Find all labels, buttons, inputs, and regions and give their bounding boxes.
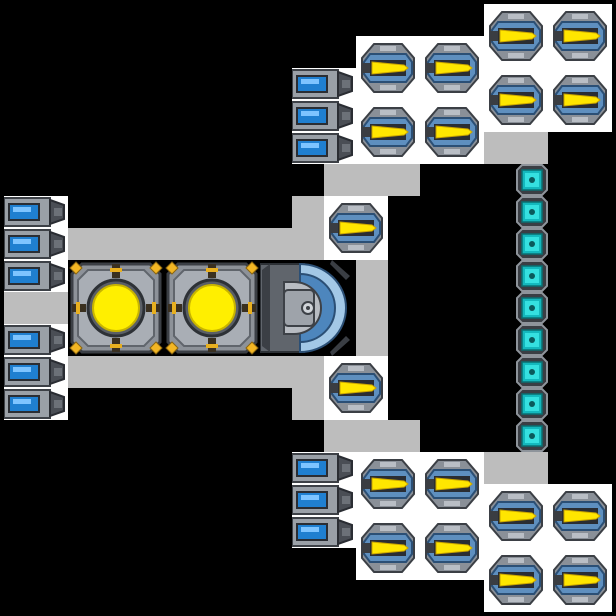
- weapon-pod-icon[interactable]: [484, 548, 548, 612]
- thruster-icon[interactable]: [292, 68, 356, 100]
- beacon-light-icon[interactable]: [516, 292, 548, 324]
- weapon-pod-icon[interactable]: [356, 452, 420, 516]
- weapon-pod-icon[interactable]: [356, 516, 420, 580]
- hull-lower-strut: [324, 420, 420, 452]
- weapon-pod-icon[interactable]: [356, 100, 420, 164]
- weapon-pod-icon[interactable]: [420, 452, 484, 516]
- reactor-core-icon[interactable]: [68, 260, 164, 356]
- hull-upper-corridor: [68, 228, 292, 260]
- hull-upper-joint: [292, 196, 324, 260]
- thruster-icon[interactable]: [4, 260, 68, 292]
- reactor-core-icon[interactable]: [164, 260, 260, 356]
- weapon-pod-icon[interactable]: [484, 68, 548, 132]
- thruster-icon[interactable]: [292, 452, 356, 484]
- thruster-icon[interactable]: [292, 484, 356, 516]
- thruster-icon[interactable]: [292, 100, 356, 132]
- beacon-light-icon[interactable]: [516, 324, 548, 356]
- hull-upper-right-plate: [484, 132, 548, 164]
- beacon-light-icon[interactable]: [516, 164, 548, 196]
- hull-lower-right-plate: [484, 452, 548, 484]
- thruster-icon[interactable]: [4, 228, 68, 260]
- weapon-pod-icon[interactable]: [324, 356, 388, 420]
- weapon-pod-icon[interactable]: [324, 196, 388, 260]
- weapon-pod-icon[interactable]: [356, 36, 420, 100]
- beacon-light-icon[interactable]: [516, 196, 548, 228]
- hull-left-plate: [4, 292, 68, 324]
- cockpit-icon[interactable]: [260, 260, 356, 356]
- thruster-icon[interactable]: [292, 132, 356, 164]
- beacon-light-icon[interactable]: [516, 420, 548, 452]
- weapon-pod-icon[interactable]: [548, 548, 612, 612]
- weapon-pod-icon[interactable]: [548, 4, 612, 68]
- weapon-pod-icon[interactable]: [420, 36, 484, 100]
- weapon-pod-icon[interactable]: [484, 484, 548, 548]
- weapon-pod-icon[interactable]: [484, 4, 548, 68]
- weapon-pod-icon[interactable]: [548, 68, 612, 132]
- hull-lower-corridor: [68, 356, 292, 388]
- weapon-pod-icon[interactable]: [548, 484, 612, 548]
- weapon-pod-icon[interactable]: [420, 516, 484, 580]
- thruster-icon[interactable]: [4, 324, 68, 356]
- beacon-light-icon[interactable]: [516, 388, 548, 420]
- hull-front-plate: [356, 260, 388, 356]
- thruster-icon[interactable]: [4, 388, 68, 420]
- thruster-icon[interactable]: [292, 516, 356, 548]
- hull-lower-joint: [292, 356, 324, 420]
- weapon-pod-icon[interactable]: [420, 100, 484, 164]
- thruster-icon[interactable]: [4, 196, 68, 228]
- beacon-light-icon[interactable]: [516, 260, 548, 292]
- beacon-light-icon[interactable]: [516, 228, 548, 260]
- thruster-icon[interactable]: [4, 356, 68, 388]
- beacon-light-icon[interactable]: [516, 356, 548, 388]
- hull-upper-strut: [324, 164, 420, 196]
